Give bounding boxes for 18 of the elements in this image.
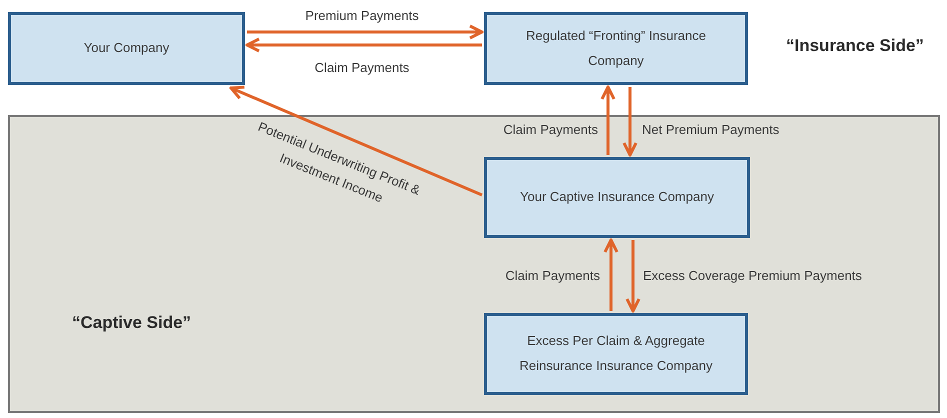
arrow (600, 86, 616, 155)
company-box (484, 313, 748, 395)
company-box (484, 12, 748, 85)
region-title: “Captive Side” (72, 313, 192, 333)
company-name: Your Captive Insurance Company (520, 188, 714, 206)
side-label: “Insurance Side” (786, 36, 924, 56)
arrow (246, 38, 482, 52)
company-name: Excess Per Claim & Aggregate Reinsurance Insurance Company (518, 332, 714, 375)
company-box (8, 12, 245, 85)
company-box (484, 157, 750, 238)
arrow (622, 87, 638, 156)
arrow (626, 240, 640, 312)
arrow (247, 24, 484, 40)
arrow (604, 238, 618, 311)
arrow (230, 86, 483, 196)
company-name: Your Company (84, 39, 170, 58)
company-name: Regulated “Fronting” Insurance Company (525, 26, 707, 70)
region-panel (8, 115, 940, 413)
